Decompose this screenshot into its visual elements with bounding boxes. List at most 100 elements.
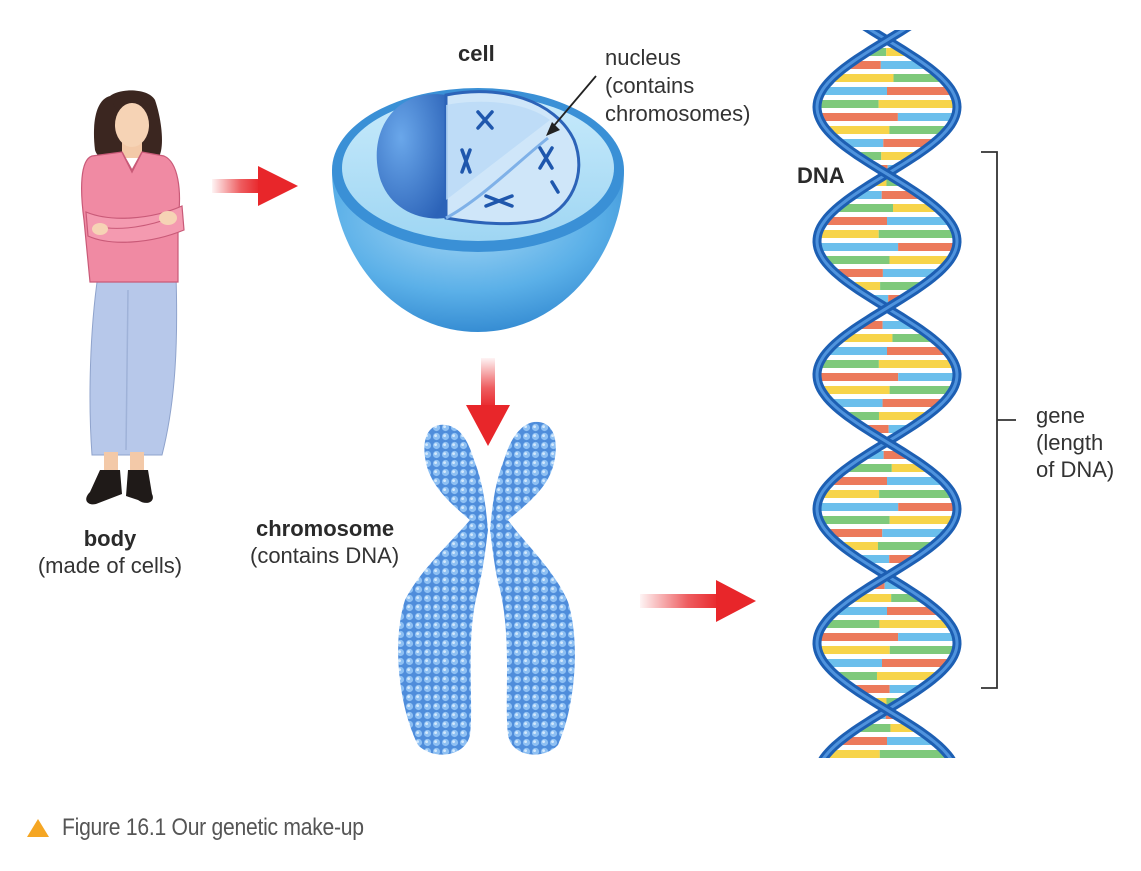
gene-label-line1: gene <box>1036 403 1085 428</box>
dna-base-pair <box>821 490 880 498</box>
nucleus-pointer-icon <box>546 75 597 136</box>
dna-base-pair <box>836 204 894 212</box>
dna-base-pair <box>817 633 899 641</box>
dna-base-pair <box>881 152 916 160</box>
dna-base-pair <box>824 659 883 667</box>
dna-base-pair <box>891 464 928 472</box>
dna-base-pair <box>827 529 883 537</box>
dna-base-pair <box>882 321 915 329</box>
woman-figure-icon <box>81 90 185 505</box>
dna-base-pair <box>858 152 882 160</box>
dna-base-pair <box>852 282 881 290</box>
dna-base-pair <box>846 412 879 420</box>
dna-base-pair <box>835 607 887 615</box>
dna-base-pair <box>890 724 916 732</box>
dna-base-pair <box>840 139 884 147</box>
dna-base-pair <box>876 672 938 680</box>
dna-base-pair <box>889 685 921 693</box>
dna-base-pair <box>887 347 947 355</box>
nucleus-label-line1: nucleus <box>605 45 681 70</box>
arrow-body-to-cell-icon <box>212 166 298 206</box>
dna-strand-a-highlight <box>815 30 959 758</box>
dna-base-pair <box>852 594 892 602</box>
dna-base-pair <box>898 503 957 511</box>
dna-base-pair <box>817 646 890 654</box>
dna-base-pair <box>889 516 955 524</box>
dna-base-pair <box>892 334 933 342</box>
dna-base-pair <box>878 412 928 420</box>
dna-base-pair <box>817 503 899 511</box>
nucleus-icon <box>376 90 581 226</box>
dna-base-pair <box>867 48 887 56</box>
chromosome-icon <box>398 421 575 755</box>
body-title: body <box>83 526 137 551</box>
dna-base-pair <box>841 542 878 550</box>
dna-base-pair <box>817 230 879 238</box>
figure-caption: Figure 16.1 Our genetic make-up <box>26 812 405 844</box>
dna-base-pair <box>888 425 909 433</box>
dna-base-pair <box>891 594 922 602</box>
dna-base-pair <box>889 386 953 394</box>
dna-base-pair <box>819 763 898 771</box>
dna-base-pair <box>887 217 950 225</box>
dna-base-pair <box>880 61 926 69</box>
dna-base-pair <box>898 373 957 381</box>
chromosome-subtitle: (contains DNA) <box>250 543 400 568</box>
dna-base-pair <box>817 243 899 251</box>
dna-strand-b-highlight <box>815 30 959 758</box>
dna-base-pair <box>817 100 879 108</box>
dna-base-pair <box>889 555 915 563</box>
triangle-up-icon <box>27 819 49 837</box>
dna-base-pair <box>826 750 880 758</box>
arrow-chromosome-to-dna-icon <box>640 580 756 622</box>
dna-base-pair <box>886 48 907 56</box>
dna-base-pair <box>889 126 948 134</box>
dna-base-pair <box>883 139 934 147</box>
dna-base-pair <box>823 620 880 628</box>
dna-base-pair <box>897 113 956 121</box>
dna-base-pair <box>853 191 882 199</box>
dna-base-pair <box>882 529 947 537</box>
dna-base-pair <box>887 87 953 95</box>
dna-base-pair <box>853 685 890 693</box>
dna-base-pair <box>893 74 942 82</box>
gene-label-line2: (length <box>1036 430 1104 455</box>
nucleus-label-line3: chromosomes) <box>605 101 751 126</box>
dna-base-pair <box>831 399 883 407</box>
dna-base-pair <box>864 22 882 30</box>
dna-base-pair <box>882 269 939 277</box>
dna-base-pair <box>846 464 892 472</box>
dna-base-pair <box>823 256 890 264</box>
dna-base-pair <box>835 269 883 277</box>
dna-base-pair <box>826 126 890 134</box>
dna-helix-icon <box>812 22 962 771</box>
dna-base-pair <box>817 373 899 381</box>
dna-base-pair <box>893 204 938 212</box>
dna-base-pair <box>879 750 948 758</box>
dna-base-pair <box>898 763 955 771</box>
gene-label-line3: of DNA) <box>1036 457 1115 482</box>
dna-base-pair <box>887 477 943 485</box>
dna-base-pair <box>821 386 890 394</box>
dna-base-pair <box>819 360 879 368</box>
cell-title: cell <box>458 41 495 66</box>
dna-base-pair <box>887 607 939 615</box>
dna-base-pair <box>827 347 887 355</box>
dna-base-pair <box>889 256 951 264</box>
dna-base-pair <box>879 490 953 498</box>
dna-base-pair <box>832 74 894 82</box>
dna-base-pair <box>859 555 890 563</box>
dna-base-pair <box>848 61 881 69</box>
dna-base-pair <box>818 113 898 121</box>
dna-base-pair <box>882 399 943 407</box>
dna-base-pair <box>841 334 893 342</box>
dna-base-pair <box>865 451 884 459</box>
dna-base-pair <box>878 360 955 368</box>
dna-base-pair <box>836 672 877 680</box>
dna-base-pair <box>887 737 934 745</box>
dna-base-pair <box>858 724 891 732</box>
dna-base-pair <box>883 451 909 459</box>
arrow-cell-to-chromosome-icon <box>466 358 510 446</box>
figure-caption-text: Figure 16.1 Our genetic make-up <box>62 814 364 841</box>
